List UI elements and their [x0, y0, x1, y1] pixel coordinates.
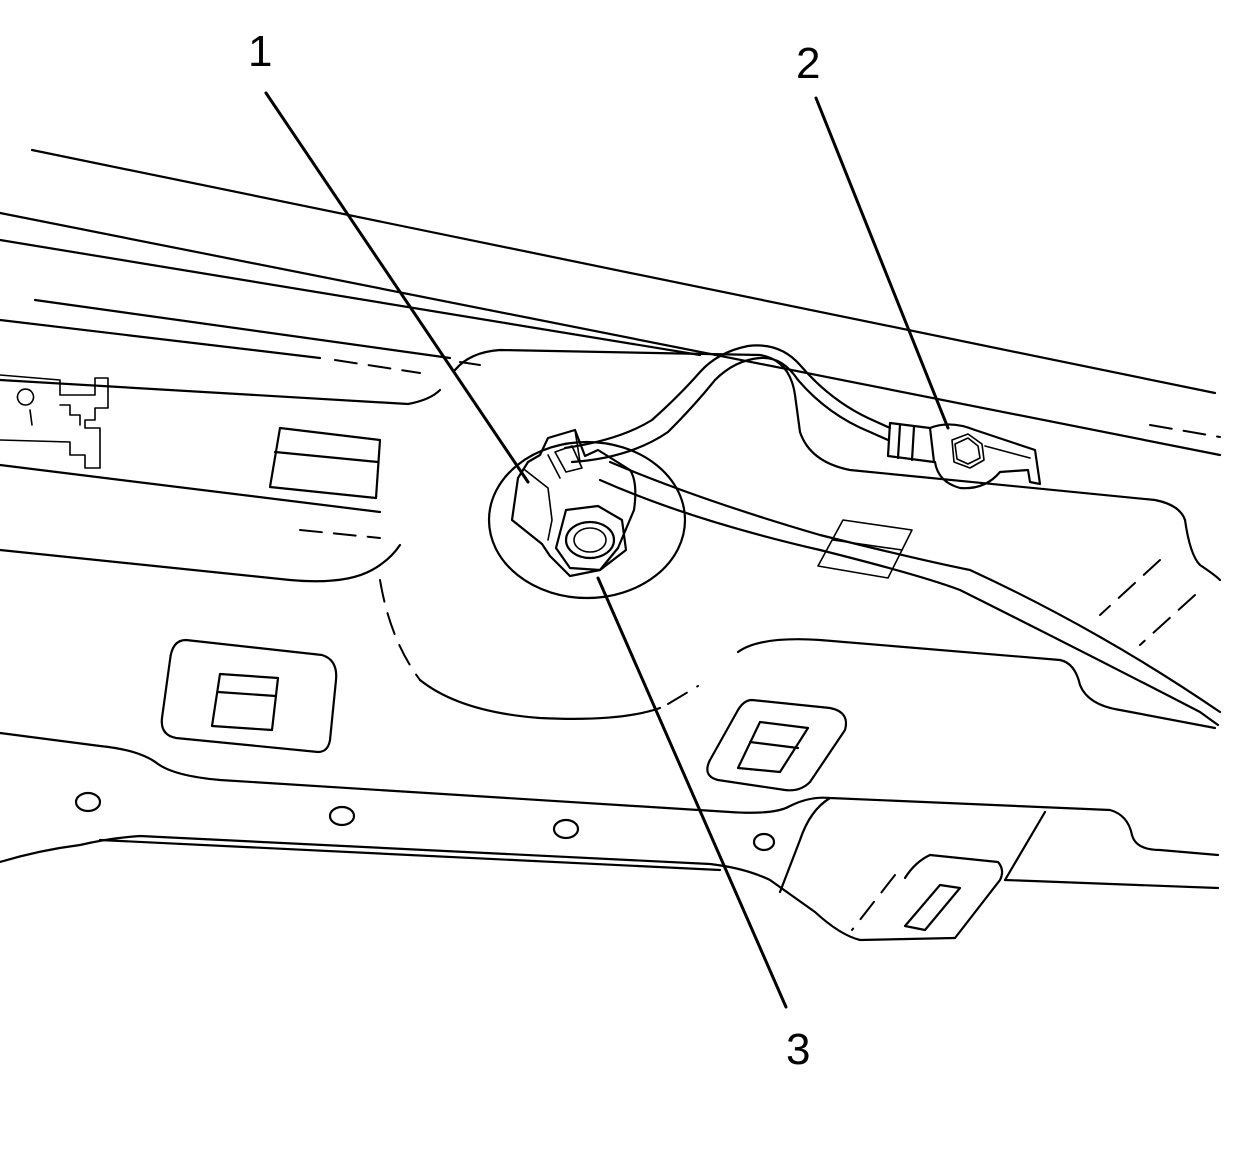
- leader-line-3: [596, 576, 788, 1009]
- callout-labels: 1 2 3: [248, 27, 820, 1074]
- lower-flange: [0, 731, 1220, 942]
- callout-3: 3: [786, 1025, 810, 1074]
- leader-line-1: [264, 91, 530, 484]
- callout-1: 1: [248, 27, 272, 76]
- leader-line-2: [814, 96, 950, 430]
- ground-terminal: [886, 421, 1042, 490]
- callout-leaders: [264, 91, 950, 1009]
- callout-2: 2: [796, 39, 820, 88]
- mounting-stud-assembly: [487, 428, 687, 600]
- panel-openings: [160, 426, 913, 792]
- upper-panel-lines: [0, 148, 1222, 457]
- wire-harness: [563, 344, 1222, 727]
- left-clip-bracket: [0, 374, 109, 469]
- central-panel-contour: [0, 348, 1222, 730]
